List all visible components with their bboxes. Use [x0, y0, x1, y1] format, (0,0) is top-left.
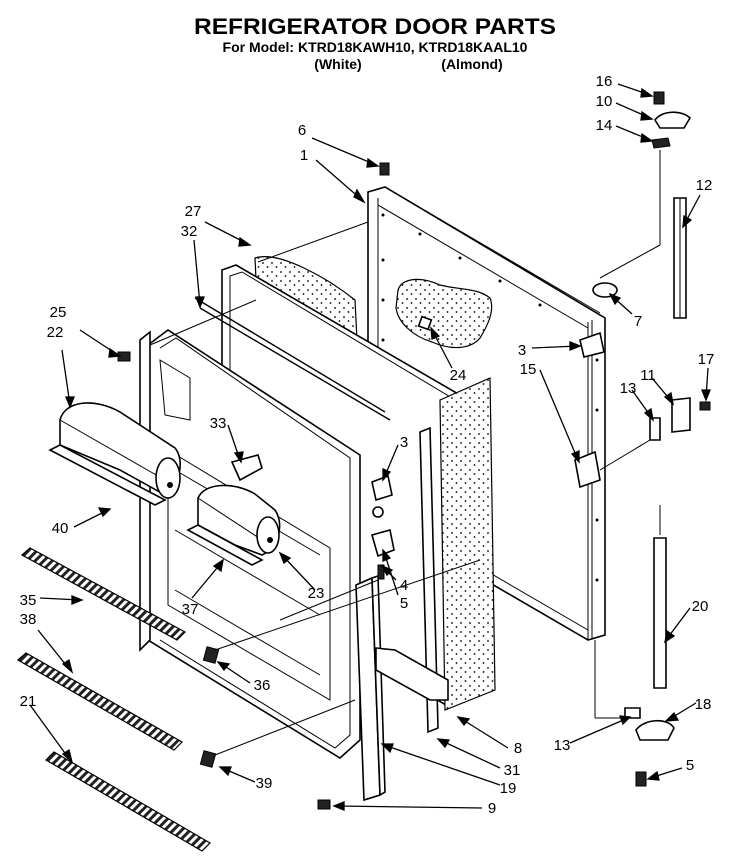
callout-23: 23 [308, 585, 325, 602]
callout-39: 39 [256, 775, 273, 792]
callout-31: 31 [504, 762, 521, 779]
callout-35: 35 [20, 592, 37, 609]
diagram-title: REFRIGERATOR DOOR PARTS [194, 14, 556, 39]
callout-33: 33 [210, 415, 227, 432]
leader-arrows [29, 83, 711, 811]
callout-13-upper: 13 [620, 380, 637, 397]
callout-8: 8 [514, 740, 522, 757]
door-rail-vertical-2 [371, 574, 386, 797]
screw-9 [317, 799, 331, 810]
callout-5-center: 5 [400, 595, 408, 612]
door-trim-strip-21 [45, 751, 211, 852]
callout-11: 11 [640, 367, 656, 384]
callout-4: 4 [400, 577, 408, 594]
callout-3-upper: 3 [518, 342, 526, 359]
center-hinge-hardware [371, 474, 395, 580]
callout-10: 10 [596, 93, 613, 110]
callout-6: 6 [298, 122, 306, 139]
bottom-hinge-assembly [624, 707, 675, 787]
callout-9: 9 [488, 800, 496, 817]
callout-18: 18 [695, 696, 712, 713]
model-line: For Model: KTRD18KAWH10, KTRD18KAAL10 [223, 39, 528, 55]
gasket-strip [419, 426, 439, 734]
callout-17: 17 [698, 351, 715, 368]
screw-6 [379, 162, 390, 176]
upper-door-bin [48, 402, 181, 506]
callout-labels: 16 10 14 6 1 12 27 32 7 25 22 24 3 15 17… [20, 73, 715, 817]
callout-38: 38 [20, 611, 37, 628]
callout-32: 32 [181, 223, 198, 240]
assembly-lines [149, 150, 661, 756]
callout-25: 25 [50, 304, 67, 321]
callout-3-center: 3 [400, 434, 408, 451]
door-trim-strip-35 [20, 547, 186, 641]
callout-20: 20 [692, 598, 709, 615]
callout-1: 1 [300, 147, 308, 164]
callout-7: 7 [634, 313, 642, 330]
callout-36: 36 [254, 677, 271, 694]
callout-21: 21 [20, 693, 37, 710]
variant-almond: (Almond) [441, 56, 502, 72]
top-hinge-assembly [651, 91, 692, 149]
hinge-bracket-mid-right [574, 450, 601, 489]
callout-27: 27 [185, 203, 202, 220]
callout-12: 12 [696, 177, 713, 194]
callout-5-lower: 5 [686, 757, 694, 774]
bin-clip-39 [199, 750, 217, 768]
door-trim [375, 647, 449, 701]
insulation-patch [395, 278, 493, 349]
callout-37: 37 [182, 601, 199, 618]
hinge-cover-cap [592, 282, 618, 298]
callout-15: 15 [520, 361, 537, 378]
middle-door-bin [186, 484, 281, 566]
callout-14: 14 [596, 117, 613, 134]
breaker-rod-top [194, 297, 386, 413]
bin-clip-36 [202, 646, 220, 664]
callout-24: 24 [450, 367, 467, 384]
hinge-bracket-upper-right [579, 331, 605, 358]
insulation-clip [417, 315, 433, 331]
handle-strip-lower [653, 537, 667, 689]
variant-white: (White) [314, 56, 361, 72]
door-trim-strip-38 [16, 652, 183, 751]
side-foam-strip [439, 377, 496, 711]
callout-13-lower: 13 [554, 737, 571, 754]
callout-16: 16 [596, 73, 613, 90]
middle-hinge-assembly [649, 397, 711, 441]
breaker-rod-top-b [199, 307, 391, 421]
dairy-door-clip [230, 454, 263, 482]
callout-40: 40 [52, 520, 69, 537]
callout-19: 19 [500, 780, 517, 797]
callout-22: 22 [47, 324, 64, 341]
